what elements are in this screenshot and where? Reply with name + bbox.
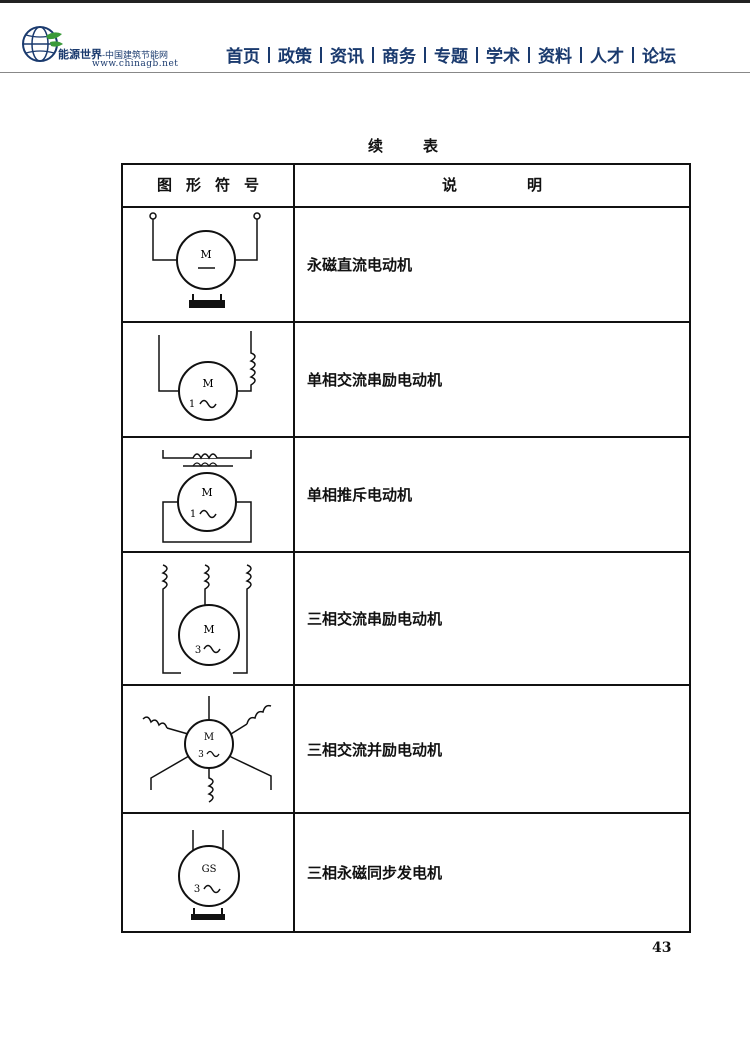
- row-description: 三相交流并励电动机: [307, 740, 443, 759]
- logo-name-sub: -中国建筑节能网: [102, 51, 169, 61]
- title-char-1: 续: [368, 137, 384, 155]
- nav-separator: [476, 46, 478, 63]
- top-rule: [0, 0, 750, 3]
- symbol-cell: M 3: [123, 553, 293, 684]
- three-phase-shunt-motor-symbol: M 3: [142, 696, 272, 803]
- row-description: 三相交流串励电动机: [307, 610, 443, 628]
- header-description: 说明: [441, 176, 612, 194]
- generator-label: GS: [202, 864, 217, 875]
- main-nav: 首页 政策 资讯 商务 专题 学术 资料 人才 论坛: [226, 42, 676, 67]
- row-description: 单相推斥电动机: [307, 486, 413, 504]
- table-row: GS 3 三相永磁同步发电机: [123, 814, 689, 931]
- nav-business[interactable]: 商务: [382, 47, 416, 67]
- symbol-cell: M 1: [123, 438, 293, 551]
- header-rule: [0, 72, 750, 73]
- column-divider: [293, 165, 295, 931]
- logo-url: www.chinagb.net: [92, 59, 179, 69]
- logo-name-main: 能源世界: [58, 48, 102, 61]
- motor-label: M: [202, 377, 213, 390]
- symbol-cell: M 1: [123, 323, 293, 436]
- nav-forum[interactable]: 论坛: [642, 47, 676, 67]
- table-row: M 永磁直流电动机: [123, 208, 689, 323]
- table-header-row: 图形符号 说明: [123, 165, 689, 208]
- phase-label: 1: [190, 509, 196, 520]
- nav-resources[interactable]: 资料: [538, 47, 572, 67]
- phase-label: 3: [195, 645, 201, 656]
- motor-label: M: [203, 623, 214, 636]
- table-row: M 3 三相交流串励电动机: [123, 553, 689, 686]
- phase-label: 3: [198, 750, 204, 760]
- phase-label: 1: [189, 399, 195, 410]
- page-number: 43: [652, 940, 672, 956]
- symbol-cell: GS 3: [123, 814, 293, 931]
- table-row: M 1 单相交流串励电动机: [123, 323, 689, 438]
- globe-icon: [22, 26, 63, 62]
- motor-label: M: [200, 248, 211, 261]
- row-description: 单相交流串励电动机: [307, 371, 443, 389]
- symbol-cell: M: [123, 208, 293, 321]
- header-symbol: 图形符号: [156, 176, 273, 194]
- pm-sync-generator-symbol: GS 3: [178, 830, 240, 920]
- repulsion-motor-symbol: M 1: [162, 450, 252, 543]
- site-logo[interactable]: 能源世界-中国建筑节能网 www.chinagb.net: [20, 22, 260, 72]
- nav-home[interactable]: 首页: [226, 47, 260, 67]
- logo-name: 能源世界-中国建筑节能网: [58, 46, 168, 62]
- title-char-2: 表: [422, 137, 438, 155]
- nav-academic[interactable]: 学术: [486, 47, 520, 67]
- phase-label: 3: [194, 884, 200, 895]
- nav-separator: [580, 46, 582, 63]
- pm-dc-motor-symbol: M: [149, 212, 261, 308]
- row-description: 三相永磁同步发电机: [307, 864, 443, 882]
- nav-separator: [268, 46, 270, 63]
- symbol-table: 图形符号 说明 M 永磁直流电动机: [121, 163, 691, 933]
- three-phase-series-motor-symbol: M 3: [161, 564, 252, 674]
- single-phase-series-motor-symbol: M 1: [158, 331, 256, 421]
- motor-label: M: [204, 732, 214, 743]
- row-description: 永磁直流电动机: [307, 256, 413, 274]
- nav-policy[interactable]: 政策: [278, 47, 312, 67]
- nav-news[interactable]: 资讯: [330, 47, 364, 67]
- nav-topics[interactable]: 专题: [434, 47, 468, 67]
- nav-separator: [372, 46, 374, 63]
- table-row: M 1 单相推斥电动机: [123, 438, 689, 553]
- table-row: M 3 三相交流并励电动机: [123, 686, 689, 814]
- symbol-cell: M 3: [123, 686, 293, 812]
- table-continued-title: 续 表: [368, 135, 438, 156]
- nav-talent[interactable]: 人才: [590, 47, 624, 67]
- nav-separator: [528, 46, 530, 63]
- nav-separator: [320, 46, 322, 63]
- nav-separator: [424, 46, 426, 63]
- nav-separator: [632, 46, 634, 63]
- motor-label: M: [201, 486, 212, 499]
